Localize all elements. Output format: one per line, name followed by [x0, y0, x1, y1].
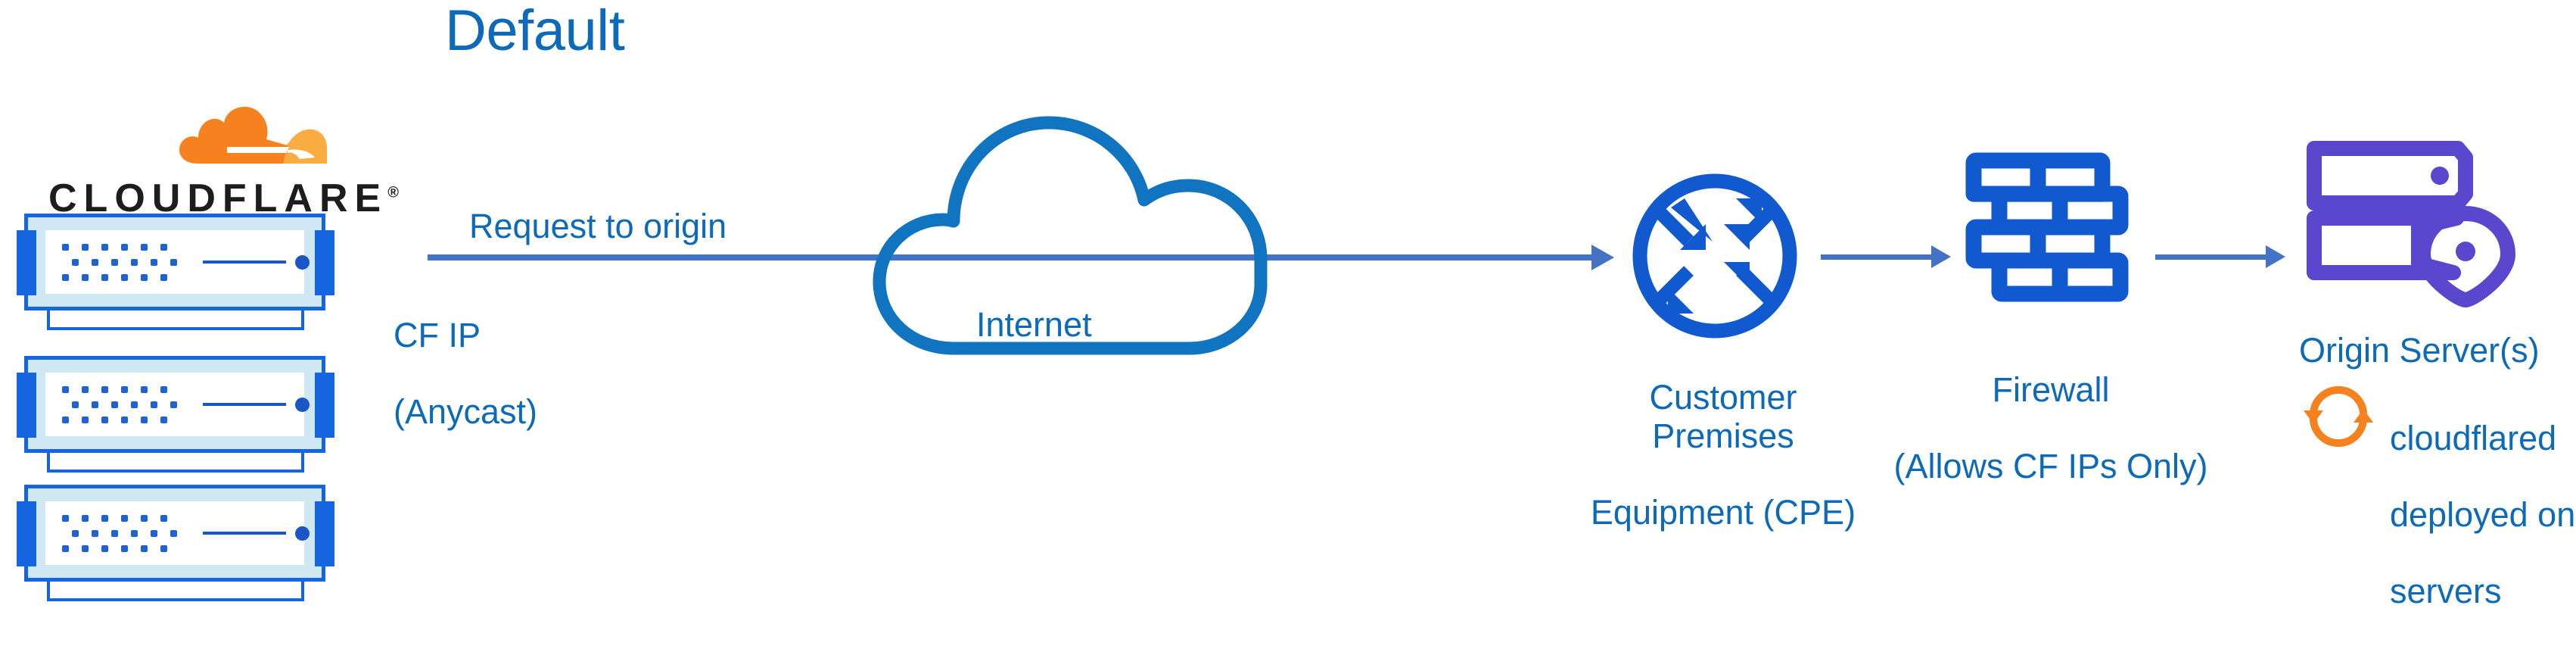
- cloudflared-line2: deployed on: [2390, 496, 2575, 534]
- internet-label: Internet: [976, 306, 1092, 344]
- server-base-shelf: [47, 453, 304, 473]
- request-to-origin-label: Request to origin: [469, 207, 726, 245]
- server-status-led: [295, 526, 310, 541]
- server-mount-ear-right: [315, 373, 334, 438]
- server-mount-ear-left: [17, 501, 36, 566]
- server-status-led: [295, 398, 310, 412]
- registered-trademark-mark: ®: [387, 185, 399, 201]
- cloudflared-line1: cloudflared: [2390, 420, 2575, 457]
- connector-cpe-to-firewall-line: [1821, 254, 1933, 260]
- server-mount-ear-right: [315, 230, 334, 295]
- firewall-label-line2: (Allows CF IPs Only): [1892, 448, 2210, 485]
- edge-server-icon-2: [17, 356, 334, 477]
- edge-server-icon-1: [17, 214, 334, 335]
- origin-server-label: Origin Server(s): [2299, 332, 2540, 370]
- server-front-panel: [45, 373, 304, 436]
- router-icon: [1627, 168, 1803, 344]
- connector-firewall-to-origin-arrowhead: [2266, 245, 2285, 268]
- diagram-canvas: Default CLOUDFLARE®: [0, 0, 2576, 615]
- server-status-line: [203, 532, 286, 535]
- server-mount-ear-left: [17, 373, 36, 438]
- server-mount-ear-left: [17, 230, 36, 295]
- cf-ip-label-line2: (Anycast): [394, 393, 537, 431]
- server-front-panel: [45, 230, 304, 294]
- connector-cpe-to-firewall-arrowhead: [1931, 245, 1951, 268]
- server-base-shelf: [47, 582, 304, 601]
- cpe-label: Customer Premises Equipment (CPE): [1576, 341, 1871, 569]
- server-location-pin-icon: [2305, 139, 2525, 306]
- brick-wall-icon: [1965, 151, 2130, 312]
- cloudflare-cloud-logo-icon: [154, 98, 328, 182]
- server-mount-ear-right: [315, 501, 334, 566]
- connector-edge-to-cpe-arrowhead: [1591, 245, 1614, 270]
- sync-arrows-icon: [2302, 380, 2375, 453]
- connector-firewall-to-origin-line: [2155, 254, 2267, 260]
- server-base-shelf: [47, 310, 304, 330]
- firewall-label: Firewall (Allows CF IPs Only): [1892, 333, 2210, 524]
- edge-server-icon-3: [17, 485, 334, 606]
- page-title: Default: [445, 0, 624, 63]
- cloudflare-logo: CLOUDFLARE®: [35, 103, 345, 217]
- cf-ip-label: CF IP (Anycast): [394, 279, 537, 470]
- server-front-panel: [45, 501, 304, 565]
- cpe-label-line2: Equipment (CPE): [1576, 494, 1871, 532]
- server-status-line: [203, 403, 286, 406]
- server-status-line: [203, 261, 286, 264]
- server-status-led: [295, 255, 310, 270]
- cpe-label-line1: Customer Premises: [1576, 379, 1871, 455]
- cf-ip-label-line1: CF IP: [394, 317, 537, 354]
- cloudflared-annotation-label: cloudflared deployed on servers: [2390, 382, 2575, 649]
- firewall-label-line1: Firewall: [1892, 371, 2210, 409]
- cloudflared-line3: servers: [2390, 573, 2575, 610]
